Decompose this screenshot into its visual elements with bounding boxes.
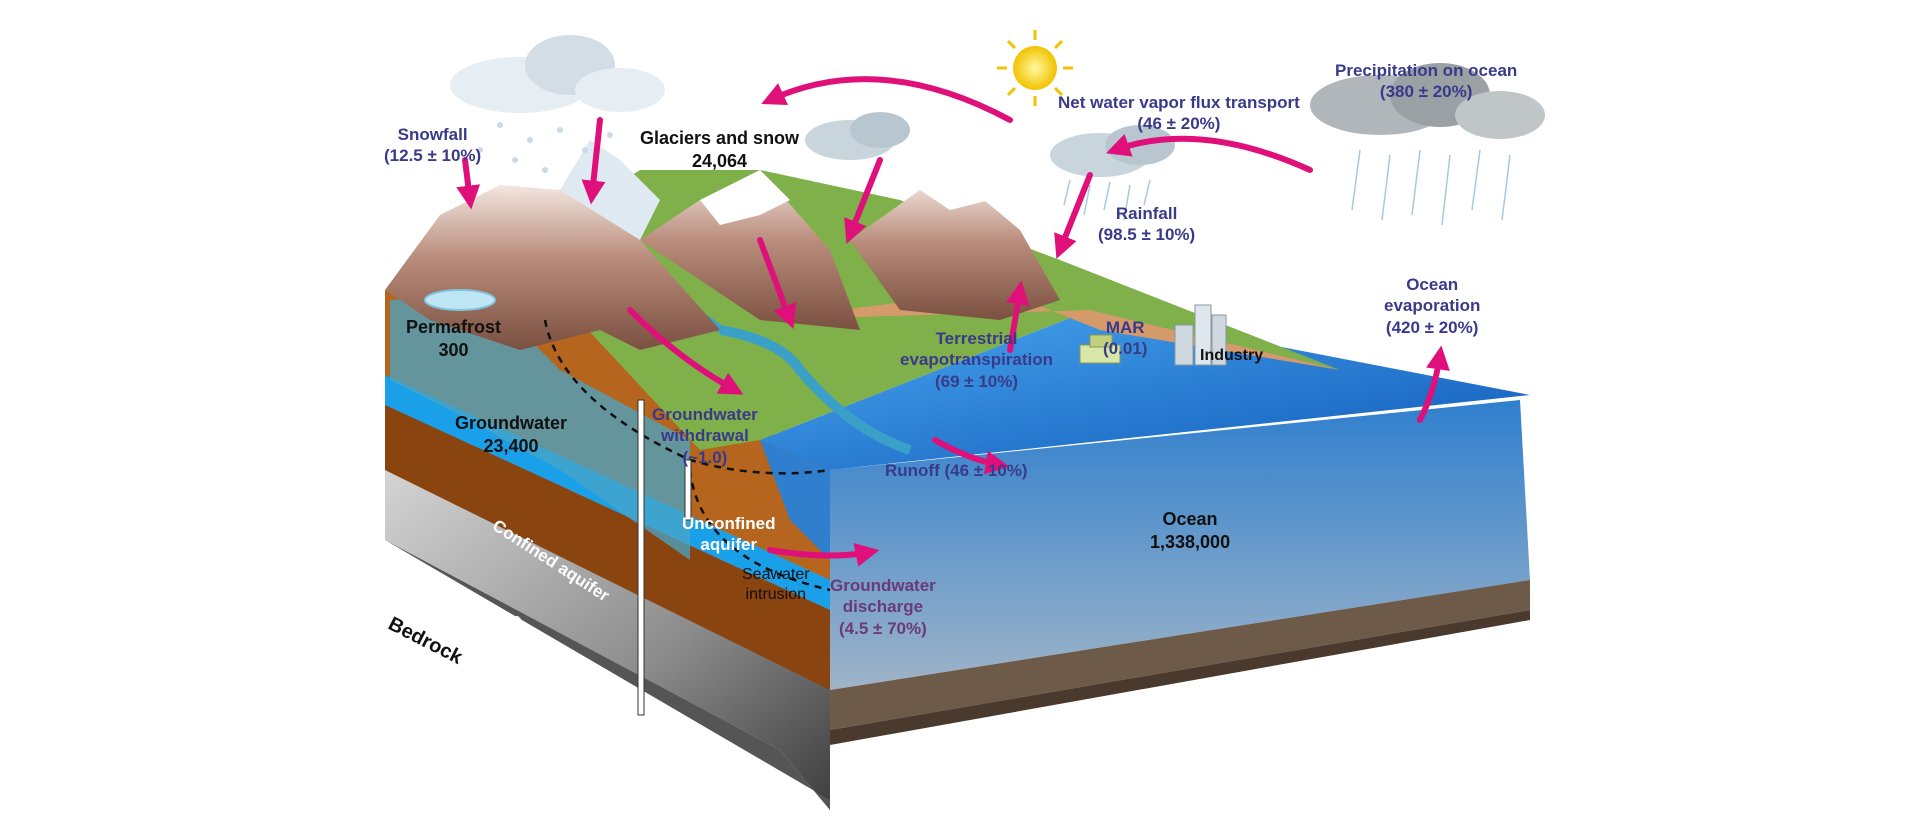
glaciers-value: 24,064 [692, 150, 748, 171]
deep-well [637, 399, 645, 716]
rainfall-name: Rainfall [1115, 204, 1178, 223]
unconfined-aquifer-label: Unconfined aquifer [682, 513, 776, 556]
mountains [385, 140, 1060, 350]
rainfall-label: Rainfall (98.5 ± 10%) [1098, 203, 1195, 246]
runoff-label: Runoff (46 ± 10%) [885, 460, 1028, 481]
sun-icon [997, 30, 1073, 106]
snowfall-arrow [456, 157, 481, 210]
terrestrial-et-line2: evapotranspiration [900, 350, 1054, 370]
seawater-line1: Seawater [742, 566, 810, 583]
gw-discharge-line2: discharge [842, 597, 924, 617]
permafrost-value: 300 [438, 339, 469, 360]
mountain-rain-arrow [844, 157, 883, 244]
seawater-line2: intrusion [745, 586, 807, 603]
snowfall-value: (12.5 ± 10%) [384, 146, 482, 166]
terrestrial-et-label: Terrestrial evapotranspiration (69 ± 10%… [900, 328, 1053, 392]
mar-facility [1079, 334, 1121, 364]
ocean-evap-value: (420 ± 20%) [1385, 317, 1479, 337]
mar-name: MAR [1105, 318, 1145, 337]
glaciers-label: Glaciers and snow 24,064 [640, 127, 799, 172]
gw-discharge-value: (4.5 ± 70%) [839, 618, 927, 638]
unconfined-line2: aquifer [700, 535, 758, 555]
precip-ocean-label: Precipitation on ocean (380 ± 20%) [1335, 60, 1517, 103]
net-vapor-label: Net water vapor flux transport (46 ± 20%… [1058, 92, 1300, 135]
net-vapor-arrow [761, 76, 1013, 123]
precip-ocean-value: (380 ± 20%) [1379, 82, 1473, 102]
runoff-arrow [932, 437, 1010, 475]
soil-layers [385, 290, 830, 690]
gw-withdrawal-value: (~1.0) [682, 447, 728, 467]
gw-discharge-line1: Groundwater [830, 576, 936, 595]
industry-name: Industry [1200, 347, 1264, 364]
rainfall-value: (98.5 ± 10%) [1098, 225, 1196, 245]
gw-withdrawal-line1: Groundwater [652, 405, 758, 424]
precip-ocean-name: Precipitation on ocean [1335, 61, 1518, 80]
groundwater-discharge-label: Groundwater discharge (4.5 ± 70%) [830, 575, 936, 639]
cloud-ocean-rain-icon [1310, 63, 1545, 226]
cloud-rain-small-icon [805, 112, 910, 160]
ocean-evaporation-arrow [1417, 345, 1450, 423]
groundwater-label: Groundwater 23,400 [455, 412, 567, 457]
snowfall-label: Snowfall (12.5 ± 10%) [384, 124, 481, 167]
ocean-name: Ocean [1162, 509, 1218, 529]
glaciers-name: Glaciers and snow [640, 128, 800, 148]
mar-value: (0.01) [1103, 339, 1148, 359]
net-vapor-name: Net water vapor flux transport [1058, 93, 1300, 112]
permafrost-label: Permafrost 300 [406, 316, 501, 361]
permafrost-name: Permafrost [406, 317, 502, 337]
unconfined-line1: Unconfined [682, 514, 776, 533]
terrestrial-et-arrow [1005, 280, 1030, 353]
ocean-evap-line1: Ocean [1406, 275, 1459, 294]
seawater-intrusion-label: Seawater intrusion [742, 565, 810, 605]
industry-buildings [1174, 304, 1227, 366]
ocean-evaporation-label: Ocean evaporation (420 ± 20%) [1384, 274, 1480, 338]
groundwater-value: 23,400 [483, 435, 539, 456]
groundwater-name: Groundwater [455, 413, 568, 433]
ocean-to-land-vapor-arrow [1105, 133, 1313, 173]
terrestrial-et-line1: Terrestrial [935, 329, 1018, 348]
gw-withdrawal-line2: withdrawal [660, 426, 749, 446]
ocean-value: 1,338,000 [1150, 531, 1231, 552]
snowfall-name: Snowfall [397, 125, 468, 144]
terrestrial-et-value: (69 ± 10%) [935, 371, 1019, 391]
glacier-melt-arrow [757, 237, 797, 329]
groundwater-discharge-arrow [767, 543, 880, 567]
mar-label: MAR (0.01) [1103, 317, 1147, 360]
snowmelt-runoff-arrow [627, 307, 744, 395]
groundwater-withdrawal-label: Groundwater withdrawal (~1.0) [652, 404, 758, 468]
ocean-label: Ocean 1,338,000 [1150, 508, 1230, 553]
ocean-evap-line2: evaporation [1384, 296, 1481, 316]
shallow-well [684, 459, 692, 521]
net-vapor-value: (46 ± 20%) [1137, 114, 1221, 134]
industry-label: Industry [1200, 346, 1263, 366]
runoff-name: Runoff (46 ± 10%) [885, 461, 1028, 480]
cloud-snow-icon [450, 35, 665, 173]
glacier-snowfall-arrow [581, 117, 606, 205]
permafrost-boundary [543, 319, 831, 475]
rainfall-arrow [1054, 172, 1093, 259]
